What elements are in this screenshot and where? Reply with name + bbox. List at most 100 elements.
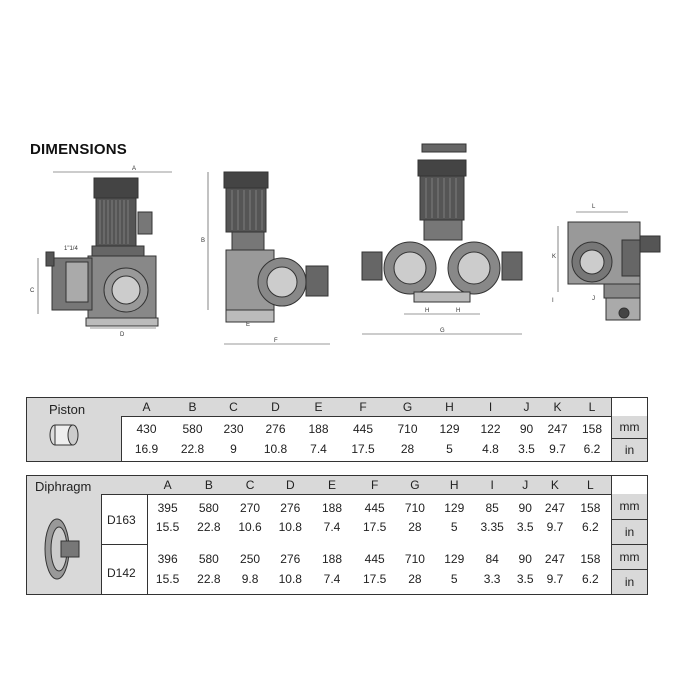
model-d163-label: D163 — [107, 513, 136, 527]
model-d142-cell: D142 — [101, 545, 148, 594]
dim-label-g: G — [440, 328, 445, 334]
piston-unit-mm: mm — [612, 416, 647, 439]
model-d163-cell: D163 — [101, 494, 148, 545]
d163-mm-cell-f: 445 — [364, 501, 385, 515]
dim-label-h2: H — [456, 308, 460, 314]
piston-header-bar — [121, 398, 611, 417]
piston-col-header-g: G — [402, 400, 413, 414]
dim-label-thread: 1"1/4 — [64, 246, 78, 252]
d163-mm-cell-e: 188 — [322, 501, 343, 515]
dim-label-d: D — [120, 332, 125, 338]
d142-in-cell-i: 3.3 — [483, 572, 501, 586]
piston-mm-cell-j: 90 — [519, 422, 534, 436]
piston-col-header-c: C — [229, 400, 238, 414]
diaphragm-col-header-a: A — [163, 478, 172, 492]
d142-mm-cell-e: 188 — [322, 552, 343, 566]
dim-label-i: I — [552, 298, 554, 304]
d163-in-cell-a: 15.5 — [155, 520, 180, 534]
d163-in-cell-j: 3.5 — [516, 520, 534, 534]
piston-label-cell: Piston — [27, 398, 122, 461]
d142-in-cell-k: 9.7 — [546, 572, 564, 586]
piston-unit-in: in — [612, 439, 647, 461]
piston-mm-cell-h: 129 — [439, 422, 460, 436]
dim-label-l: L — [592, 204, 596, 210]
piston-label: Piston — [49, 402, 86, 417]
d142-in-cell-e: 7.4 — [323, 572, 341, 586]
dim-label-h1: H — [425, 308, 429, 314]
d142-in-cell-a: 15.5 — [155, 572, 180, 586]
d163-mm-cell-k: 247 — [544, 501, 565, 515]
piston-col-header-h: H — [445, 400, 454, 414]
piston-in-cell-j: 3.5 — [518, 442, 535, 456]
dim-label-k: K — [552, 254, 556, 260]
diaphragm-col-header-b: B — [204, 478, 213, 492]
d163-mm-cell-i: 85 — [485, 501, 499, 515]
d163-mm-cell-c: 270 — [240, 501, 261, 515]
piston-mm-cell-b: 580 — [182, 422, 203, 436]
diaphragm-col-header-i: I — [490, 478, 494, 492]
piston-col-header-j: J — [523, 400, 530, 414]
diaphragm-header-bar — [101, 476, 611, 495]
pump-duplex-view — [361, 143, 523, 335]
d142-unit-in: in — [612, 570, 647, 594]
d163-mm-cell-b: 580 — [198, 501, 219, 515]
piston-in-cell-f: 17.5 — [351, 442, 375, 456]
d163-in-cell-h: 5 — [450, 520, 458, 534]
piston-in-cell-k: 9.7 — [549, 442, 566, 456]
pump-end-view — [557, 211, 661, 321]
d142-in-cell-d: 10.8 — [278, 572, 302, 586]
piston-mm-cell-d: 276 — [265, 422, 286, 436]
diaphragm-label: Diphragm — [35, 479, 92, 494]
dim-label-a: A — [132, 166, 136, 172]
d142-mm-cell-j: 90 — [518, 552, 532, 566]
piston-in-cell-i: 4.8 — [482, 442, 499, 456]
dim-label-c: C — [30, 288, 35, 294]
dim-label-b: B — [201, 238, 205, 244]
d142-mm-cell-d: 276 — [280, 552, 301, 566]
piston-mm-cell-a: 430 — [136, 422, 157, 436]
piston-mm-cell-e: 188 — [308, 422, 329, 436]
piston-in-cell-a: 16.9 — [134, 442, 159, 456]
piston-col-header-f: F — [359, 400, 367, 414]
d163-in-cell-k: 9.7 — [546, 520, 564, 534]
piston-in-cell-h: 5 — [446, 442, 453, 456]
d163-in-cell-c: 10.6 — [238, 520, 262, 534]
piston-col-header-k: K — [553, 400, 562, 414]
d163-in-cell-e: 7.4 — [323, 520, 341, 534]
diaphragm-col-header-g: G — [410, 478, 420, 492]
d142-in-cell-g: 28 — [408, 572, 422, 586]
d142-mm-cell-b: 580 — [198, 552, 219, 566]
d163-mm-cell-j: 90 — [518, 501, 532, 515]
piston-col-header-b: B — [188, 400, 197, 414]
d163-mm-cell-h: 129 — [444, 501, 465, 515]
diaphragm-col-header-e: E — [328, 478, 337, 492]
d142-in-cell-l: 6.2 — [582, 572, 599, 586]
d163-in-cell-d: 10.8 — [278, 520, 302, 534]
d163-mm-cell-g: 710 — [404, 501, 425, 515]
d142-in-cell-j: 3.5 — [516, 572, 534, 586]
piston-icon — [49, 424, 79, 446]
d163-in-cell-l: 6.2 — [582, 520, 599, 534]
diaphragm-col-header-f: F — [371, 478, 379, 492]
piston-mm-cell-f: 445 — [352, 422, 374, 436]
d142-mm-cell-i: 84 — [485, 552, 499, 566]
diaphragm-col-header-k: K — [550, 478, 559, 492]
d163-unit-in: in — [612, 520, 647, 545]
diaphragm-col-header-l: L — [587, 478, 594, 492]
piston-mm-cell-g: 710 — [397, 422, 418, 436]
piston-in-cell-c: 9 — [230, 442, 237, 456]
d142-unit-mm: mm — [612, 545, 647, 570]
d142-mm-cell-g: 710 — [404, 552, 425, 566]
dim-label-f: F — [274, 338, 278, 344]
dimension-drawings: A 1"1/4 C D B E F H H G L K I J — [30, 143, 661, 345]
d142-mm-cell-k: 247 — [544, 552, 565, 566]
model-d142-label: D142 — [107, 566, 136, 580]
pump-side-view — [207, 171, 330, 345]
d142-mm-cell-h: 129 — [444, 552, 465, 566]
